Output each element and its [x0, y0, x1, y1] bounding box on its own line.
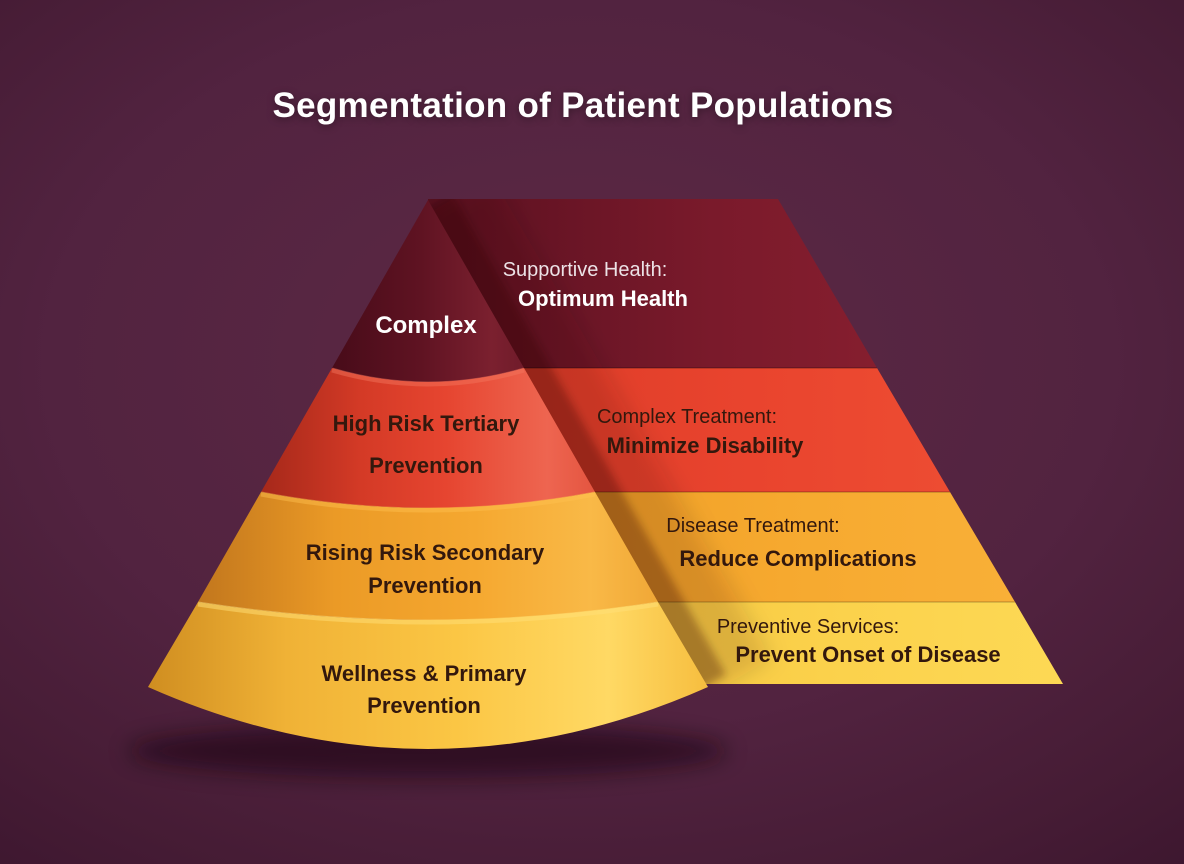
banner-labels: Supportive Health: Optimum Health Comple…: [503, 259, 1001, 667]
cone-label-3-line-2: Prevention: [368, 573, 482, 598]
panel-label-4-line-1: Preventive Services:: [717, 616, 899, 638]
cone-tier-3: [198, 492, 658, 620]
panel-label-1-line-2: Optimum Health: [518, 286, 688, 311]
rim-highlight-3: [197, 601, 659, 625]
panel-label-2-line-1: Complex Treatment:: [597, 406, 777, 428]
cone-label-3-line-1: Rising Risk Secondary: [306, 540, 545, 565]
panel-label-4-line-2: Prevent Onset of Disease: [735, 642, 1000, 667]
cone-tier-1: [332, 200, 524, 382]
cone-label-2-line-1: High Risk Tertiary: [333, 411, 520, 436]
rim-highlight-2: [260, 491, 596, 513]
cone-label-4-line-2: Prevention: [367, 693, 481, 718]
cone-ground-shadow: [128, 724, 728, 778]
panel-label-1-line-1: Supportive Health:: [503, 259, 668, 281]
cone-label-2-line-2: Prevention: [369, 453, 483, 478]
cone-label-4-line-1: Wellness & Primary: [321, 661, 527, 686]
cone-labels: Complex High Risk Tertiary Prevention Ri…: [306, 312, 545, 718]
panel-label-2-line-2: Minimize Disability: [607, 433, 805, 458]
page-title: Segmentation of Patient Populations: [272, 86, 894, 125]
rim-highlight-1: [331, 367, 525, 387]
cone-tier-4: [148, 602, 708, 749]
panel-label-3-line-2: Reduce Complications: [679, 546, 916, 571]
cone-tier-2: [261, 368, 595, 508]
panel-label-3-line-1: Disease Treatment:: [666, 515, 839, 537]
cone: [148, 200, 708, 749]
cone-label-1: Complex: [375, 312, 477, 339]
